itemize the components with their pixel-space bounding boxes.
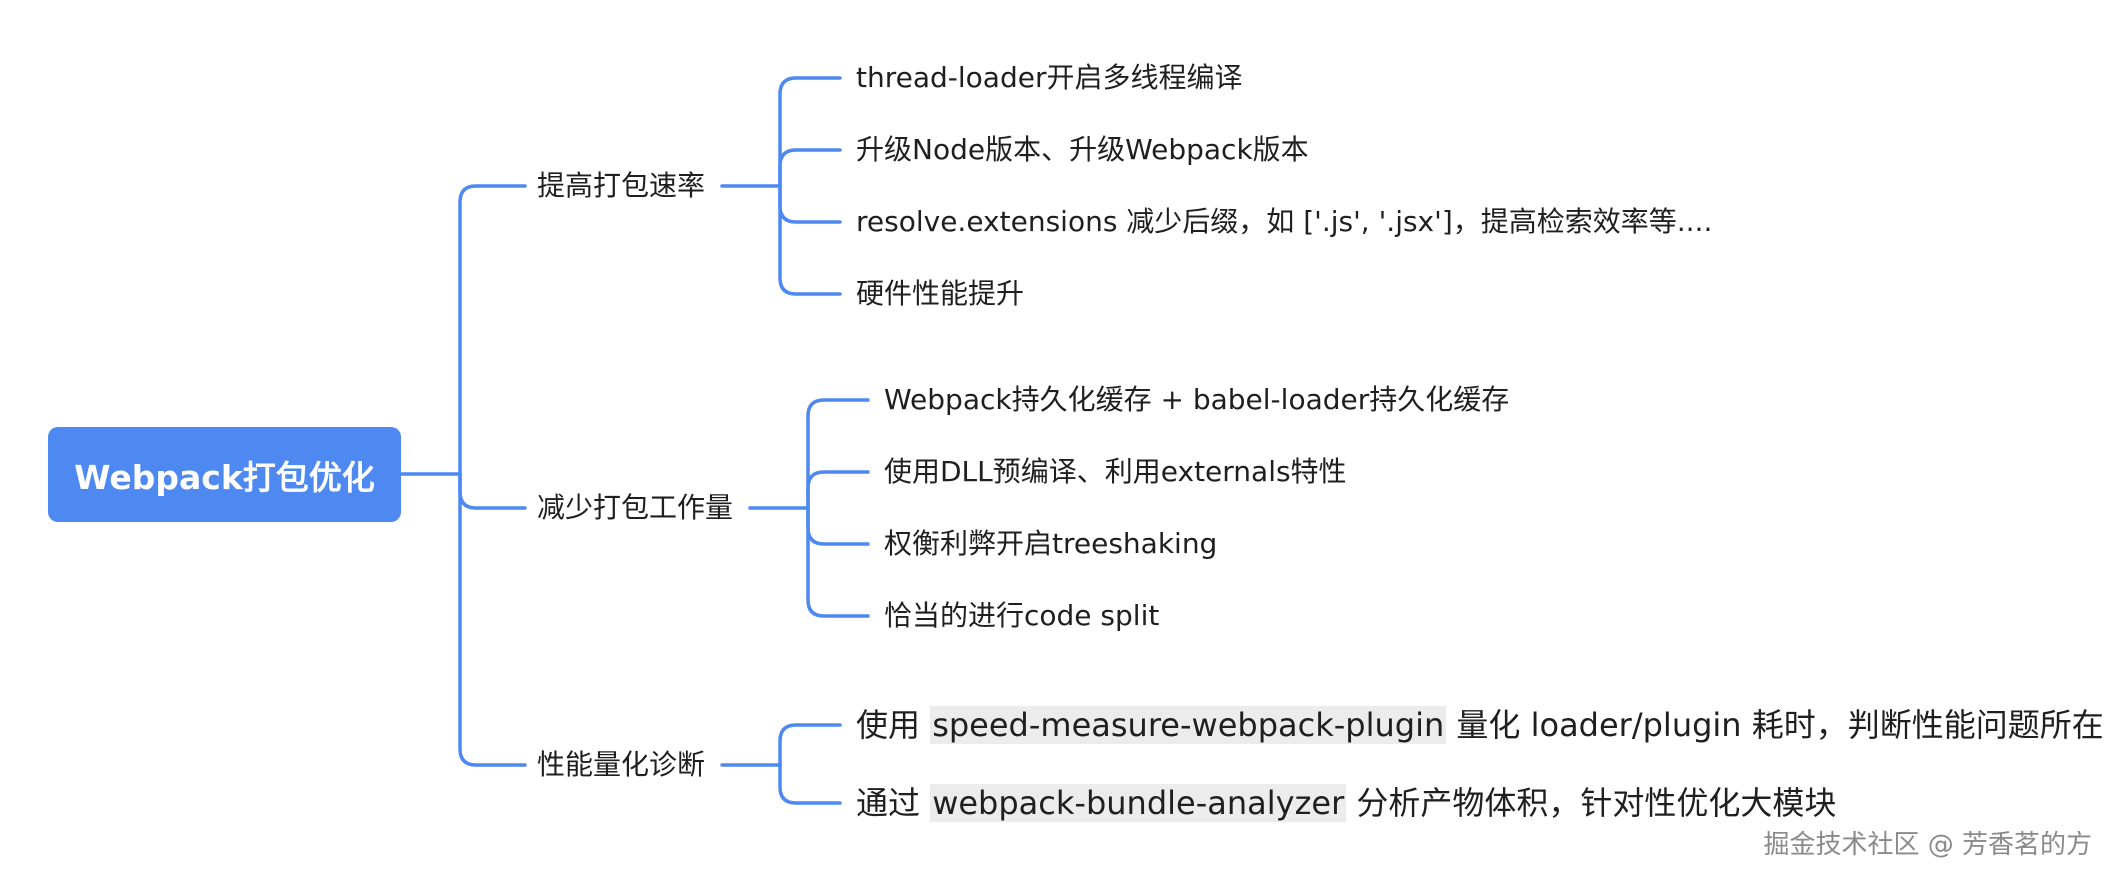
- leaf-text: 权衡利弊开启treeshaking: [884, 527, 1218, 560]
- leaf-node[interactable]: 使用DLL预编译、利用externals特性: [884, 452, 1347, 492]
- leaf-connector: [806, 398, 870, 510]
- leaf-connector: [806, 506, 870, 618]
- leaf-text: 恰当的进行code split: [884, 599, 1160, 632]
- leaf-node[interactable]: 硬件性能提升: [856, 274, 1024, 314]
- leaf-node[interactable]: 权衡利弊开启treeshaking: [884, 524, 1217, 564]
- branch-connector-0: [458, 184, 527, 476]
- leaf-node[interactable]: Webpack持久化缓存 + babel-loader持久化缓存: [884, 380, 1509, 420]
- watermark: 掘金技术社区 @ 芳香茗的方: [1763, 830, 2092, 860]
- leaf-connector: [778, 76, 842, 188]
- root-node[interactable]: Webpack打包优化: [48, 427, 401, 522]
- branch-connector-2: [458, 472, 527, 767]
- leaf-text: 通过: [856, 784, 931, 822]
- branch-connector-1: [458, 472, 527, 510]
- leaf-text: 分析产物体积，针对性优化大模块: [1346, 784, 1837, 822]
- leaf-text: thread-loader开启多线程编译: [856, 61, 1243, 94]
- leaf-connector: [806, 470, 870, 510]
- leaf-node[interactable]: thread-loader开启多线程编译: [856, 58, 1242, 98]
- leaf-text: 量化 loader/plugin 耗时，判断性能问题所在: [1446, 706, 2104, 744]
- code-snippet: speed-measure-webpack-plugin: [930, 706, 1447, 744]
- branch-node-workload[interactable]: 减少打包工作量: [537, 491, 734, 524]
- leaf-connector: [778, 148, 842, 188]
- leaf-connector: [778, 723, 842, 767]
- leaf-node[interactable]: resolve.extensions 减少后缀，如 ['.js', '.jsx'…: [856, 202, 1712, 242]
- leaf-text: resolve.extensions 减少后缀，如 ['.js', '.jsx'…: [856, 205, 1713, 238]
- leaf-text: 硬件性能提升: [856, 277, 1025, 310]
- leaf-connector: [778, 184, 842, 224]
- leaf-node[interactable]: 使用 speed-measure-webpack-plugin 量化 loade…: [856, 702, 2104, 748]
- leaf-text: 使用: [856, 706, 931, 744]
- leaf-node[interactable]: 升级Node版本、升级Webpack版本: [856, 130, 1309, 170]
- branch-node-speed[interactable]: 提高打包速率: [537, 169, 706, 202]
- leaf-text: 升级Node版本、升级Webpack版本: [856, 133, 1309, 166]
- branch-node-diagnosis[interactable]: 性能量化诊断: [537, 748, 706, 781]
- leaf-connector: [778, 763, 842, 805]
- code-snippet: webpack-bundle-analyzer: [930, 784, 1347, 822]
- leaf-connector: [806, 506, 870, 546]
- leaf-text: 使用DLL预编译、利用externals特性: [884, 455, 1347, 488]
- leaf-connector: [778, 184, 842, 296]
- leaf-text: Webpack持久化缓存 + babel-loader持久化缓存: [884, 383, 1510, 416]
- leaf-node[interactable]: 通过 webpack-bundle-analyzer 分析产物体积，针对性优化大…: [856, 780, 1836, 826]
- leaf-node[interactable]: 恰当的进行code split: [884, 596, 1159, 636]
